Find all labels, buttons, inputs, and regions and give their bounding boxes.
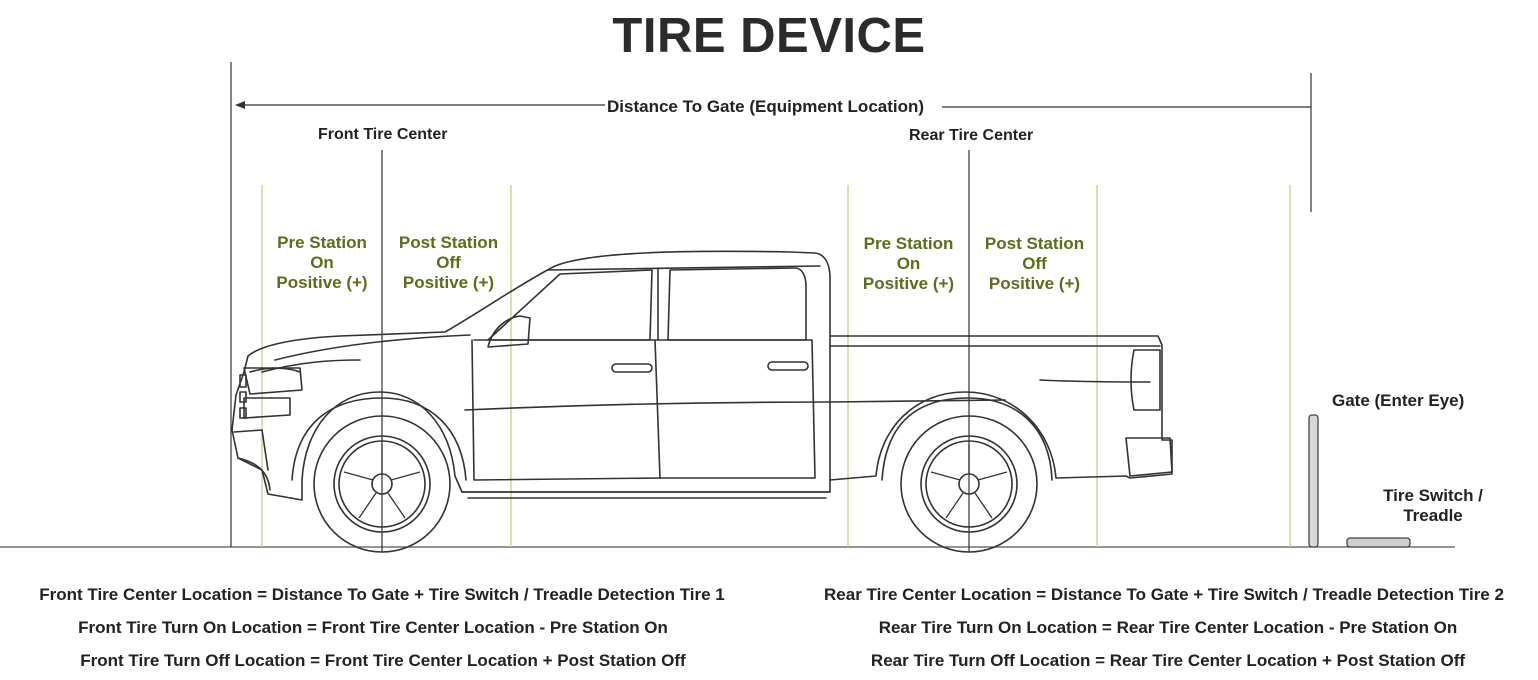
front-post-station-label: Post Station Off Positive (+) [386,233,511,293]
page-title: TIRE DEVICE [612,9,926,63]
rear-formula-center: Rear Tire Center Location = Distance To … [824,585,1504,604]
front-pre-station-sign: Positive (+) [276,273,368,292]
tire-switch-label: Tire Switch / Treadle [1372,486,1494,526]
front-pre-station-label: Pre Station On Positive (+) [262,233,382,293]
gate-label: Gate (Enter Eye) [1332,391,1465,410]
front-post-station-title: Post Station [398,233,499,252]
truck-outline [231,250,1173,501]
rear-formula-turn-on: Rear Tire Turn On Location = Rear Tire C… [878,618,1458,637]
front-formula-turn-on: Front Tire Turn On Location = Front Tire… [78,618,668,637]
treadle-pad [1346,537,1411,548]
front-post-station-state: Off [436,253,461,272]
tire-switch-label-line2: Treadle [1403,506,1463,525]
distance-arrow-head [235,101,245,109]
rear-pre-station-label: Pre Station On Positive (+) [848,234,969,294]
front-pre-station-title: Pre Station [277,233,367,252]
front-tire-center-label: Front Tire Center [318,126,448,143]
front-formula-turn-off: Front Tire Turn Off Location = Front Tir… [80,651,686,670]
gate-post [1308,414,1319,548]
distance-to-gate-label: Distance To Gate (Equipment Location) [607,97,925,116]
rear-pre-station-title: Pre Station [863,234,954,253]
rear-tire-center-label: Rear Tire Center [909,127,1034,144]
rear-pre-station-sign: Positive (+) [862,274,955,293]
rear-post-station-label: Post Station Off Positive (+) [972,234,1097,294]
rear-pre-station-state: On [896,254,921,273]
rear-post-station-sign: Positive (+) [988,274,1081,293]
front-formula-center: Front Tire Center Location = Distance To… [39,585,725,604]
tire-switch-label-line1: Tire Switch / [1383,486,1483,505]
rear-formula-turn-off: Rear Tire Turn Off Location = Rear Tire … [870,651,1466,670]
front-pre-station-state: On [310,253,334,272]
rear-post-station-state: Off [1022,254,1047,273]
rear-post-station-title: Post Station [984,234,1085,253]
front-post-station-sign: Positive (+) [402,273,495,292]
